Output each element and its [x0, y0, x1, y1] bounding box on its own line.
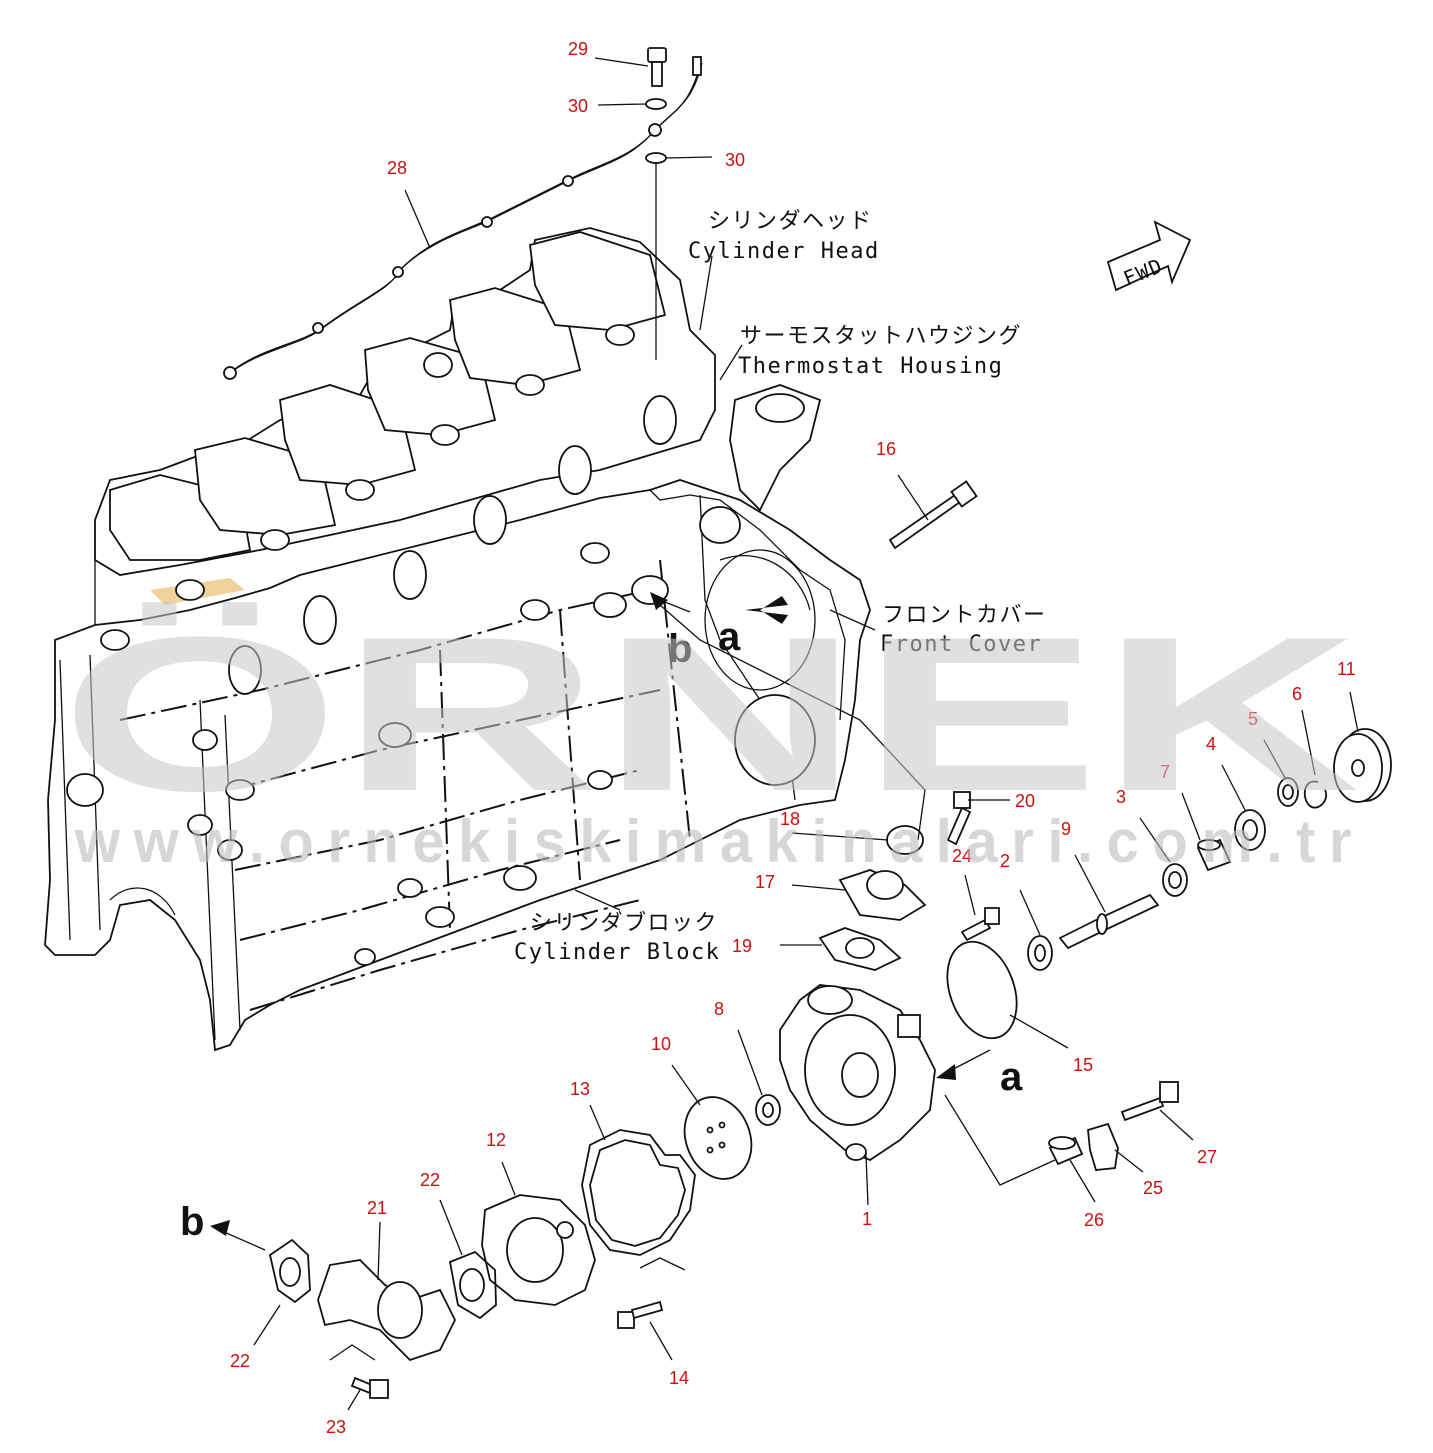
- callout-3: 3: [1116, 787, 1126, 807]
- part-4-bearing: [1234, 809, 1266, 851]
- part-11-pulley: [1333, 728, 1392, 803]
- label-cylinder-block-en: Cylinder Block: [514, 940, 720, 965]
- callout-22-bottom: 22: [230, 1351, 250, 1371]
- part-10-impeller: [683, 1096, 753, 1180]
- part-28-harness: [223, 56, 703, 380]
- label-cylinder-head-jp: シリンダヘッド: [708, 209, 873, 234]
- part-2-seal: [1027, 935, 1053, 971]
- label-thermostat-housing-en: Thermostat Housing: [738, 354, 1003, 379]
- marker-a-upper: a: [718, 615, 741, 659]
- callout-10: 10: [651, 1034, 671, 1054]
- part-9-shaft: [1058, 893, 1160, 950]
- callout-26: 26: [1084, 1210, 1104, 1230]
- callout-27: 27: [1197, 1147, 1217, 1167]
- callout-4: 4: [1206, 734, 1216, 754]
- marker-arrows: [210, 592, 991, 1251]
- callout-13: 13: [570, 1079, 590, 1099]
- marker-b-upper: b: [668, 627, 692, 671]
- callout-12: 12: [486, 1130, 506, 1150]
- callout-30-mid: 30: [725, 150, 745, 170]
- label-front-cover-jp: フロントカバー: [882, 603, 1047, 628]
- part-23-bolt: [350, 1376, 389, 1399]
- part-20-bolt: [946, 791, 972, 846]
- part-17-cover: [838, 869, 927, 921]
- label-cylinder-head-en: Cylinder Head: [688, 239, 880, 264]
- fwd-arrow: FWD: [1106, 220, 1192, 292]
- callout-21: 21: [367, 1198, 387, 1218]
- leader-lines: [253, 57, 1359, 1411]
- part-22-gasket-right: [448, 1250, 497, 1320]
- callout-numbers: 29 30 30 28 16 11 6 5 4 7 3 20 18 9 24 2…: [230, 39, 1356, 1437]
- part-24-bolt: [960, 907, 1000, 942]
- part-22-gasket-left: [268, 1238, 311, 1304]
- callout-7: 7: [1160, 762, 1170, 782]
- callout-17: 17: [755, 872, 775, 892]
- callout-11: 11: [1337, 659, 1356, 679]
- callout-5: 5: [1248, 709, 1258, 729]
- cylinder-heads: [94, 227, 822, 695]
- part-7-spacer: [1196, 838, 1232, 872]
- callout-23: 23: [326, 1417, 346, 1437]
- callout-24: 24: [952, 846, 972, 866]
- label-thermostat-housing-jp: サーモスタットハウジング: [740, 324, 1022, 349]
- callout-15: 15: [1073, 1055, 1093, 1075]
- callout-14: 14: [669, 1368, 689, 1388]
- callout-29: 29: [568, 39, 588, 59]
- callout-25: 25: [1143, 1178, 1163, 1198]
- part-25-bracket: [1087, 1122, 1119, 1171]
- part-29-bolt: [647, 47, 667, 87]
- part-30-washer: [645, 98, 667, 360]
- marker-a-lower: a: [1000, 1055, 1023, 1099]
- label-front-cover-en: Front Cover: [880, 632, 1042, 657]
- marker-b-lower: b: [180, 1200, 204, 1244]
- callout-6: 6: [1292, 684, 1302, 704]
- watermark-brand: ÖRNEK: [60, 591, 1360, 837]
- part-1-pump-housing: [779, 984, 936, 1162]
- callout-28: 28: [387, 158, 407, 178]
- part-15-o-ring: [946, 940, 1018, 1040]
- callout-2: 2: [1000, 851, 1010, 871]
- part-3-bearing: [1162, 863, 1188, 897]
- callout-16: 16: [876, 439, 896, 459]
- part-19-gasket: [818, 927, 902, 971]
- part-8-seal: [755, 1094, 781, 1126]
- callout-9: 9: [1061, 819, 1071, 839]
- cylinder-block: [44, 424, 871, 1052]
- part-5-washer: [1277, 777, 1299, 807]
- part-13-gasket: [581, 1129, 696, 1256]
- part-6-snap-ring: [1303, 780, 1328, 809]
- part-16-bolt: [888, 480, 978, 550]
- part-14-bolt: [617, 1300, 664, 1329]
- callout-1: 1: [862, 1209, 872, 1229]
- part-26-spacer: [1048, 1136, 1084, 1166]
- watermark-url: www.ornekiskimakinalari.com.tr: [74, 808, 1365, 875]
- label-cylinder-block-jp: シリンダブロック: [530, 911, 718, 936]
- part-12-cover-plate: [481, 1194, 596, 1306]
- callout-19: 19: [732, 936, 752, 956]
- part-21-elbow: [317, 1259, 457, 1362]
- callout-8: 8: [714, 999, 724, 1019]
- callout-30-top: 30: [568, 96, 588, 116]
- callout-18: 18: [780, 809, 800, 829]
- callout-22-top: 22: [420, 1170, 440, 1190]
- callout-20: 20: [1015, 791, 1035, 811]
- part-27-bolt: [1120, 1081, 1179, 1122]
